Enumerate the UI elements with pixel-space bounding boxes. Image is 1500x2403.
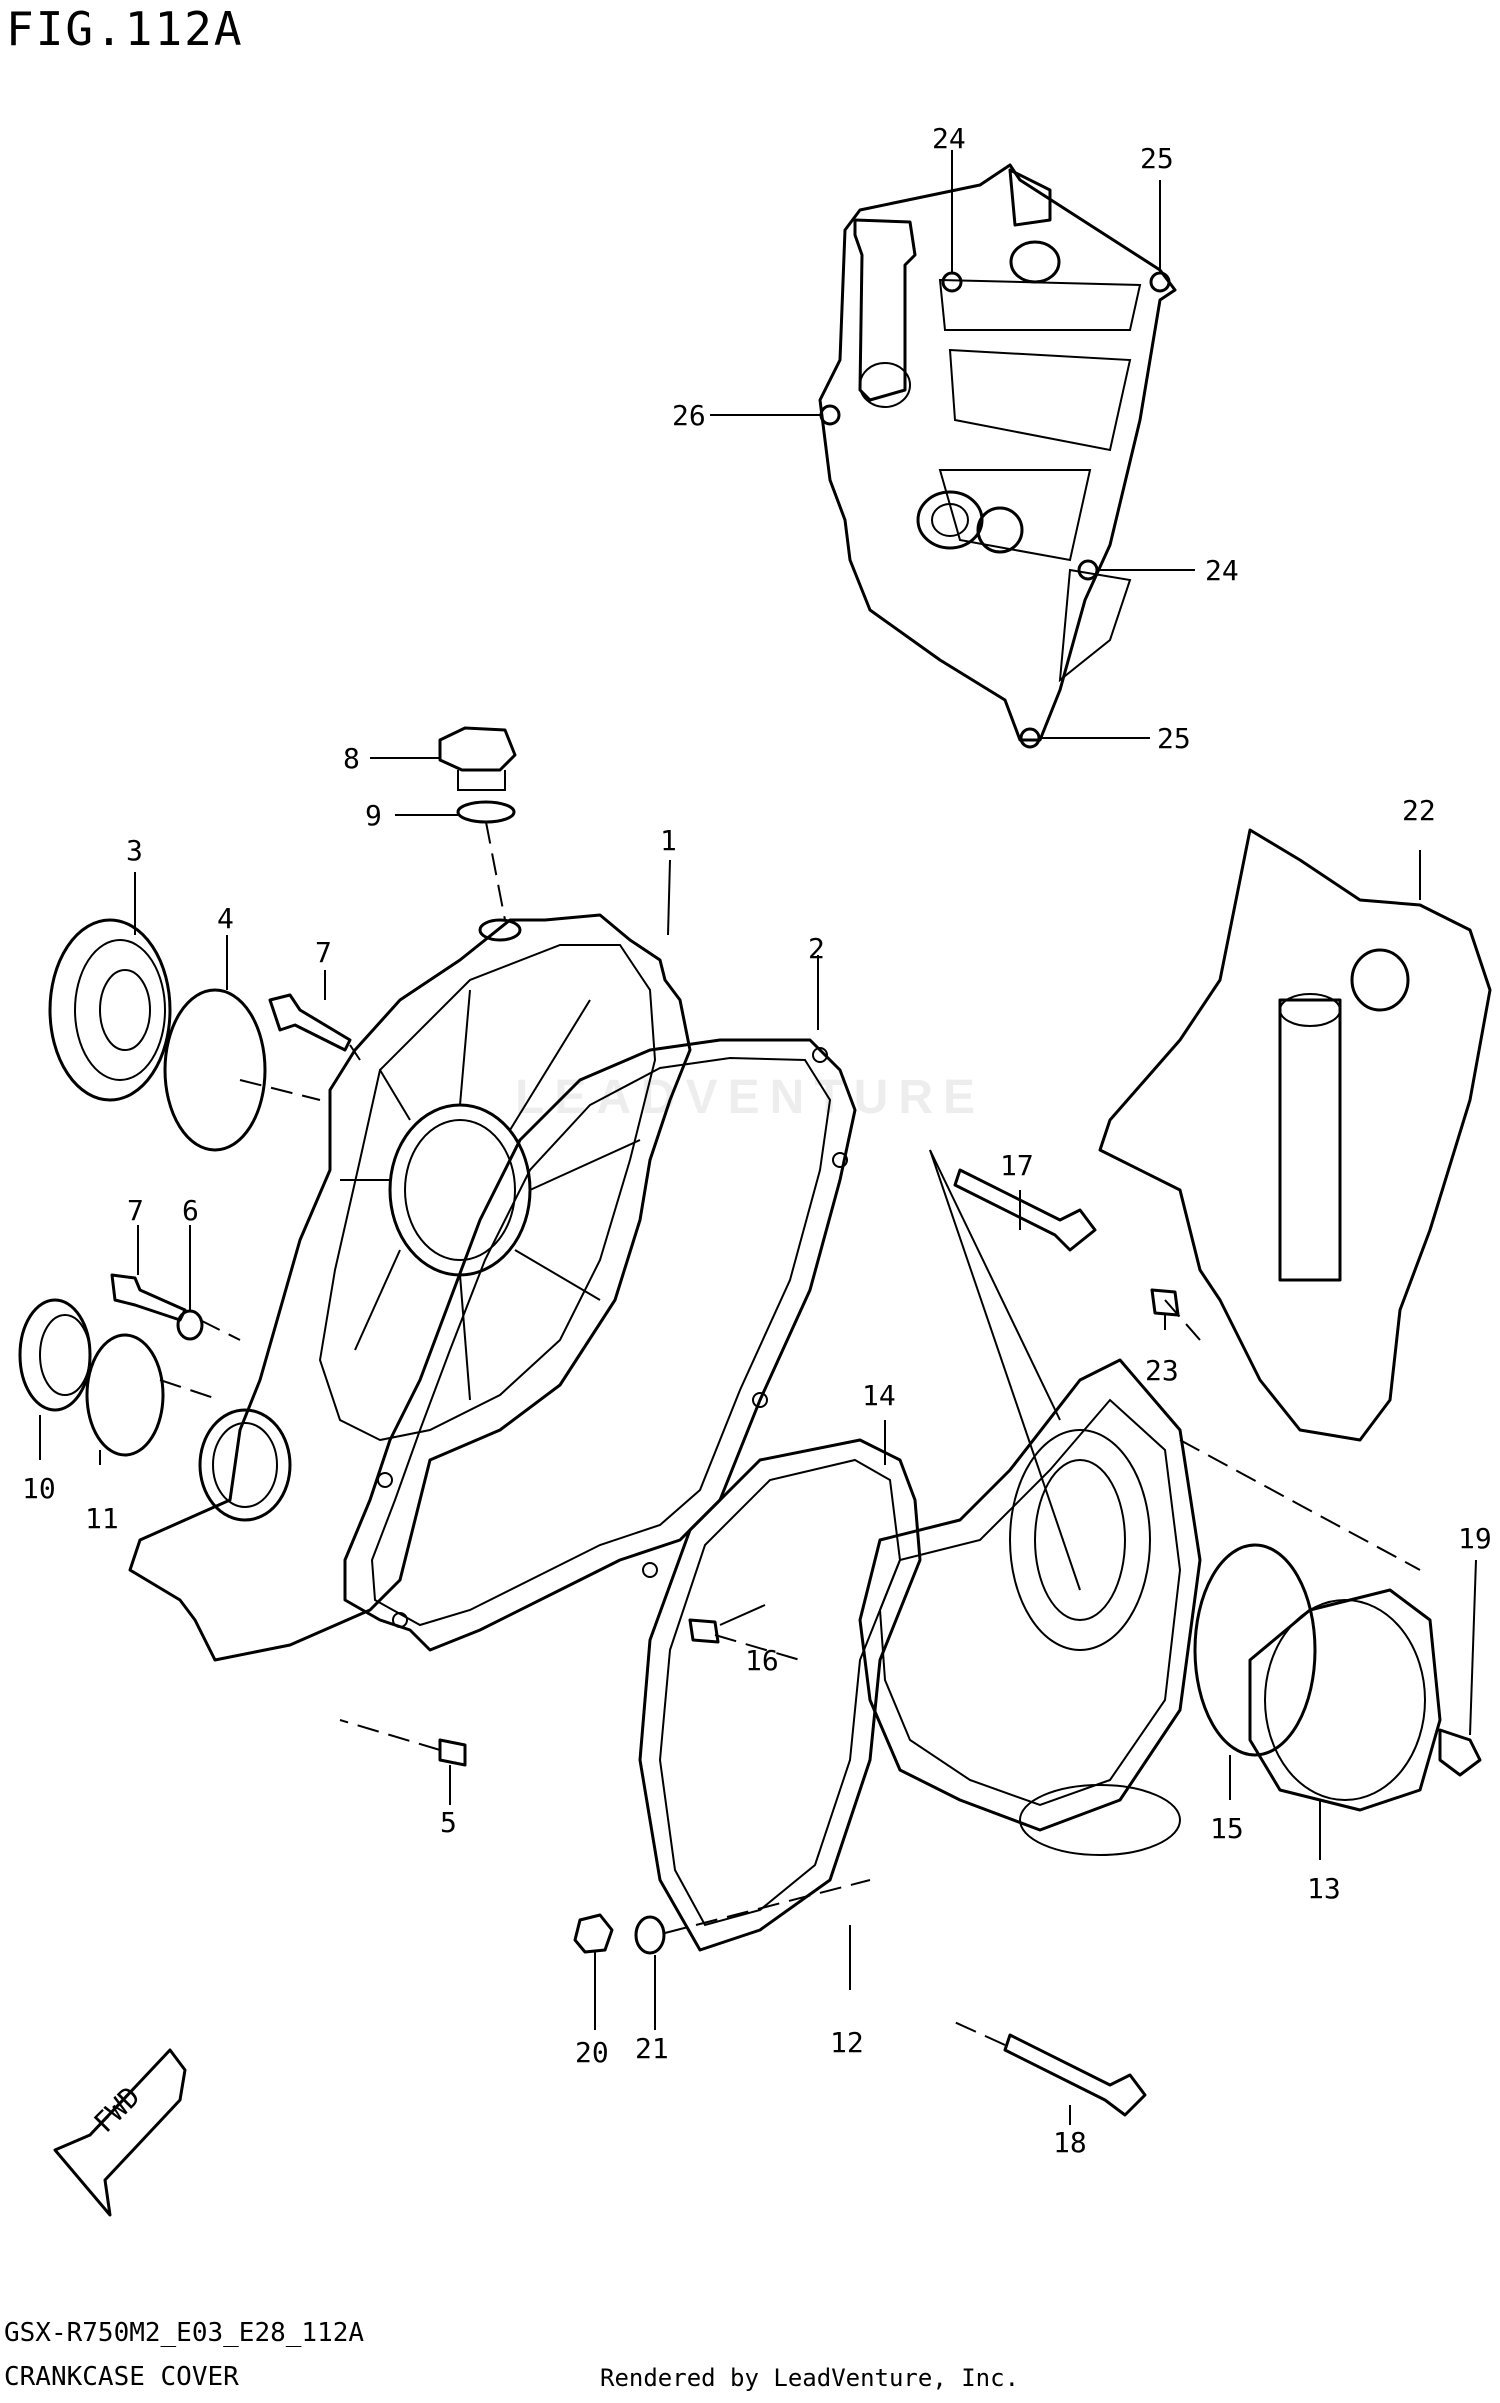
bolt-18-part [1003,2033,1147,2117]
callout-12: 12 [830,2026,864,2059]
callout-24-top: 24 [932,122,966,155]
callout-6: 6 [182,1194,199,1227]
o-ring-11-part [85,1333,165,1457]
bracket-part [710,150,1195,749]
bolt-19-part [1438,1728,1482,1777]
bolt-20-part [573,1913,614,1954]
crankcase-cover-part [128,913,692,1662]
callout-24-right: 24 [1205,554,1239,587]
clutch-cover-part [858,1358,1202,1856]
callout-3: 3 [126,834,143,867]
bolt-17-part [953,1168,1097,1252]
callout-19: 19 [1458,1522,1492,1555]
callout-1: 1 [660,824,677,857]
callout-10: 10 [22,1472,56,1505]
o-ring-4-part [163,988,267,1152]
callout-numbers: 24 25 26 24 25 8 9 1 2 22 3 4 7 7 6 17 2… [22,122,1492,2159]
callout-9: 9 [365,799,382,832]
callout-11: 11 [85,1502,119,1535]
dowel-16-part [688,1618,720,1644]
callout-7-left: 7 [127,1194,144,1227]
washer-21-part [634,1915,666,1955]
callout-21: 21 [635,2032,669,2065]
callout-13: 13 [1307,1872,1341,1905]
callout-26: 26 [672,399,706,432]
seal-cap-3-part [48,918,172,1102]
assembly-lines [159,821,1421,2046]
callout-2: 2 [808,932,825,965]
callout-17: 17 [1000,1149,1034,1182]
callout-14: 14 [862,1379,896,1412]
callout-16: 16 [745,1644,779,1677]
gasket-part [343,1038,857,1652]
watermark-text: LEADVENTURE [514,1071,986,1124]
figure-title: FIG.112A [6,2,244,56]
callout-22: 22 [1402,794,1436,827]
gasket-lower-part [638,1438,922,1952]
callout-25-bottom: 25 [1157,722,1191,755]
plug-10-part [18,1298,92,1412]
callout-25-top: 25 [1140,142,1174,175]
callout-23: 23 [1145,1354,1179,1387]
cover-22-part [1098,828,1492,1442]
callout-5: 5 [440,1806,457,1839]
callout-4: 4 [217,902,234,935]
dowel-5-part [438,1738,467,1767]
cap-13-part [1248,1588,1442,1812]
bolt-7-part [110,993,352,1322]
washer-6-part [176,1309,204,1341]
filler-cap-8-part [438,726,517,791]
o-ring-15-part [1193,1543,1317,1757]
diagram-code: GSX-R750M2_E03_E28_112A [4,2318,365,2348]
callout-20: 20 [575,2036,609,2069]
fwd-arrow: FWD [53,2048,187,2217]
section-name: CRANKCASE COVER [4,2362,239,2392]
callout-18: 18 [1053,2126,1087,2159]
callout-7-top: 7 [315,936,332,969]
callout-15: 15 [1210,1812,1244,1845]
callout-leaders [39,757,1477,2125]
o-ring-9-part [456,800,516,824]
callout-8: 8 [343,742,360,775]
credit-text: Rendered by LeadVenture, Inc. [600,2364,1020,2392]
